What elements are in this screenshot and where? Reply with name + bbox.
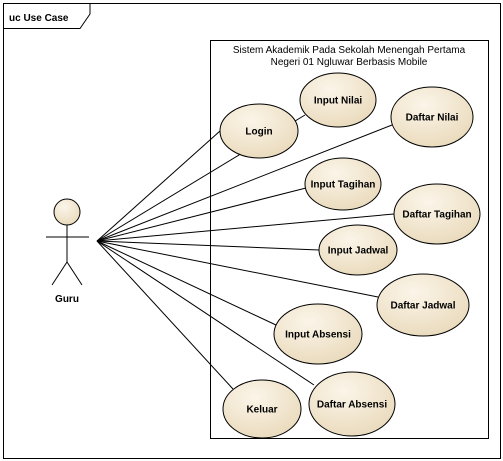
use-case-label: Input Absensi — [285, 330, 351, 341]
use-case-label: Daftar Jadwal — [390, 301, 455, 312]
use-case-input-absensi[interactable]: Input Absensi — [273, 303, 363, 365]
association-keluar — [96, 240, 234, 390]
use-case-ellipse — [219, 103, 299, 159]
use-case-ellipse — [318, 224, 398, 276]
use-case-ellipse — [299, 72, 377, 128]
use-case-input-nilai[interactable]: Input Nilai — [299, 72, 377, 128]
use-case-label: Daftar Nilai — [406, 113, 459, 124]
use-case-daftar-tagihan[interactable]: Daftar Tagihan — [393, 183, 481, 245]
system-title-line2: Negeri 01 Ngluwar Berbasis Mobile — [271, 57, 428, 68]
frame-label: uc Use Case — [9, 13, 69, 24]
use-case-label: Input Jadwal — [328, 246, 389, 257]
actor-name: Guru — [55, 294, 79, 305]
use-case-ellipse — [376, 273, 470, 337]
use-case-daftar-nilai[interactable]: Daftar Nilai — [390, 86, 474, 148]
use-case-label: Keluar — [246, 405, 277, 416]
association-daftar-tagihan — [96, 213, 395, 242]
use-case-daftar-jadwal[interactable]: Daftar Jadwal — [376, 273, 470, 337]
use-case-ellipse — [222, 379, 302, 439]
association-input-jadwal — [96, 240, 320, 251]
association-login — [96, 130, 221, 242]
use-case-login[interactable]: Login — [219, 103, 299, 159]
frame-label-tab — [3, 3, 91, 29]
system-title-line1: Sistem Akademik Pada Sekolah Menengah Pe… — [233, 45, 466, 56]
use-case-input-jadwal[interactable]: Input Jadwal — [318, 224, 398, 276]
actor-guru[interactable]: Guru — [46, 198, 89, 305]
use-case-ellipse — [393, 183, 481, 245]
stick-figure-actor-icon — [46, 198, 89, 286]
use-case-label: Login — [245, 127, 272, 138]
use-case-ellipse — [273, 303, 363, 365]
use-case-daftar-absensi[interactable]: Daftar Absensi — [308, 371, 396, 437]
association-daftar-nilai — [96, 124, 393, 242]
use-case-label: Input Nilai — [314, 96, 363, 107]
use-case-keluar[interactable]: Keluar — [222, 379, 302, 439]
association-daftar-jadwal — [96, 240, 379, 298]
use-case-input-tagihan[interactable]: Input Tagihan — [304, 157, 382, 211]
use-case-label: Daftar Tagihan — [402, 210, 471, 221]
association-daftar-absensi — [96, 240, 315, 386]
association-input-absensi — [96, 240, 277, 326]
use-case-label: Daftar Absensi — [317, 400, 387, 411]
use-case-label: Input Tagihan — [311, 180, 376, 191]
use-case-ellipse — [304, 157, 382, 211]
association-input-tagihan — [96, 187, 307, 242]
use-case-ellipse — [308, 371, 396, 437]
use-case-ellipse — [390, 86, 474, 148]
